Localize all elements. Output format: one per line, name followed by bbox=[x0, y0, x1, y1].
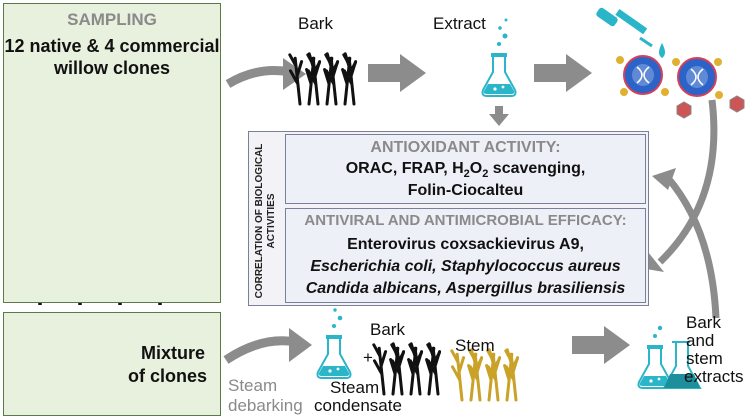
mixture-line-2: of clones bbox=[128, 366, 208, 386]
bark-icon bbox=[287, 52, 362, 107]
plus-sign: + bbox=[363, 348, 373, 367]
antioxidant-line-1: ORAC, FRAP, H2O2 scavenging, bbox=[345, 160, 586, 181]
extracts-label-3: stem bbox=[686, 349, 723, 368]
antiviral-box bbox=[285, 208, 646, 303]
clones-line-1: 12 native & 4 commercial bbox=[4, 36, 220, 56]
steam-debarking-label-2: debarking bbox=[228, 396, 303, 415]
antioxidant-box bbox=[285, 134, 646, 204]
antiviral-line-1: Enterovirus coxsackievirus A9, bbox=[347, 236, 584, 253]
virus-icon-2 bbox=[677, 57, 717, 97]
extracts-beaker-icon bbox=[662, 341, 702, 389]
sampling-title: SAMPLING bbox=[67, 10, 157, 29]
extract-flask-icon bbox=[481, 52, 517, 97]
arrow-to-extracts bbox=[572, 336, 606, 354]
antiviral-title: ANTIVIRAL AND ANTIMICROBIAL EFFICACY: bbox=[304, 212, 627, 229]
mixture-line-1: Mixture bbox=[141, 343, 206, 363]
arrow-extracts-to-correlation bbox=[665, 175, 720, 319]
arrow-sampling-to-bark bbox=[225, 66, 291, 88]
antiviral-line-2: Escherichia coli, Staphylococcus aureus bbox=[310, 258, 621, 275]
stem-icon bbox=[449, 348, 524, 403]
arrow-steam-debarking bbox=[223, 336, 297, 364]
condensate-label-1: Steam bbox=[330, 378, 380, 397]
arrow-extract-down bbox=[495, 106, 503, 116]
extracts-label-2: and bbox=[686, 331, 715, 350]
bark-bottom-icon bbox=[371, 342, 446, 397]
antiviral-line-3: Candida albicans, Aspergillus brasiliens… bbox=[305, 280, 626, 297]
bark-label: Bark bbox=[298, 14, 333, 33]
arrow-bark-to-extract bbox=[368, 64, 402, 82]
condensate-flask-icon bbox=[316, 334, 352, 379]
antioxidant-title: ANTIOXIDANT ACTIVITY: bbox=[370, 139, 561, 156]
correlation-label: CORRELATION OF BIOLOGICAL ACTIVITIES bbox=[254, 143, 277, 299]
dropper-icon bbox=[596, 7, 665, 58]
extracts-label-4: extracts bbox=[684, 367, 744, 386]
spikes-icon bbox=[616, 56, 723, 99]
condensate-label-2: condensate bbox=[314, 396, 402, 415]
bacteria-hex-icon bbox=[676, 95, 745, 119]
extracts-label-1: Bark bbox=[686, 313, 721, 332]
mixture-panel bbox=[3, 312, 221, 416]
arrow-assay-to-correlation bbox=[657, 99, 718, 265]
steam-debarking-label-1: Steam bbox=[228, 376, 278, 395]
virus-icon bbox=[623, 55, 663, 95]
bark-bottom-label: Bark bbox=[370, 320, 405, 339]
extract-label: Extract bbox=[433, 14, 486, 33]
clones-line-2: willow clones bbox=[53, 58, 171, 78]
arrow-extract-to-assay bbox=[534, 64, 568, 82]
sampling-panel bbox=[3, 3, 221, 303]
stem-label: Stem bbox=[455, 336, 495, 355]
antioxidant-line-2: Folin-Ciocalteu bbox=[407, 182, 524, 199]
